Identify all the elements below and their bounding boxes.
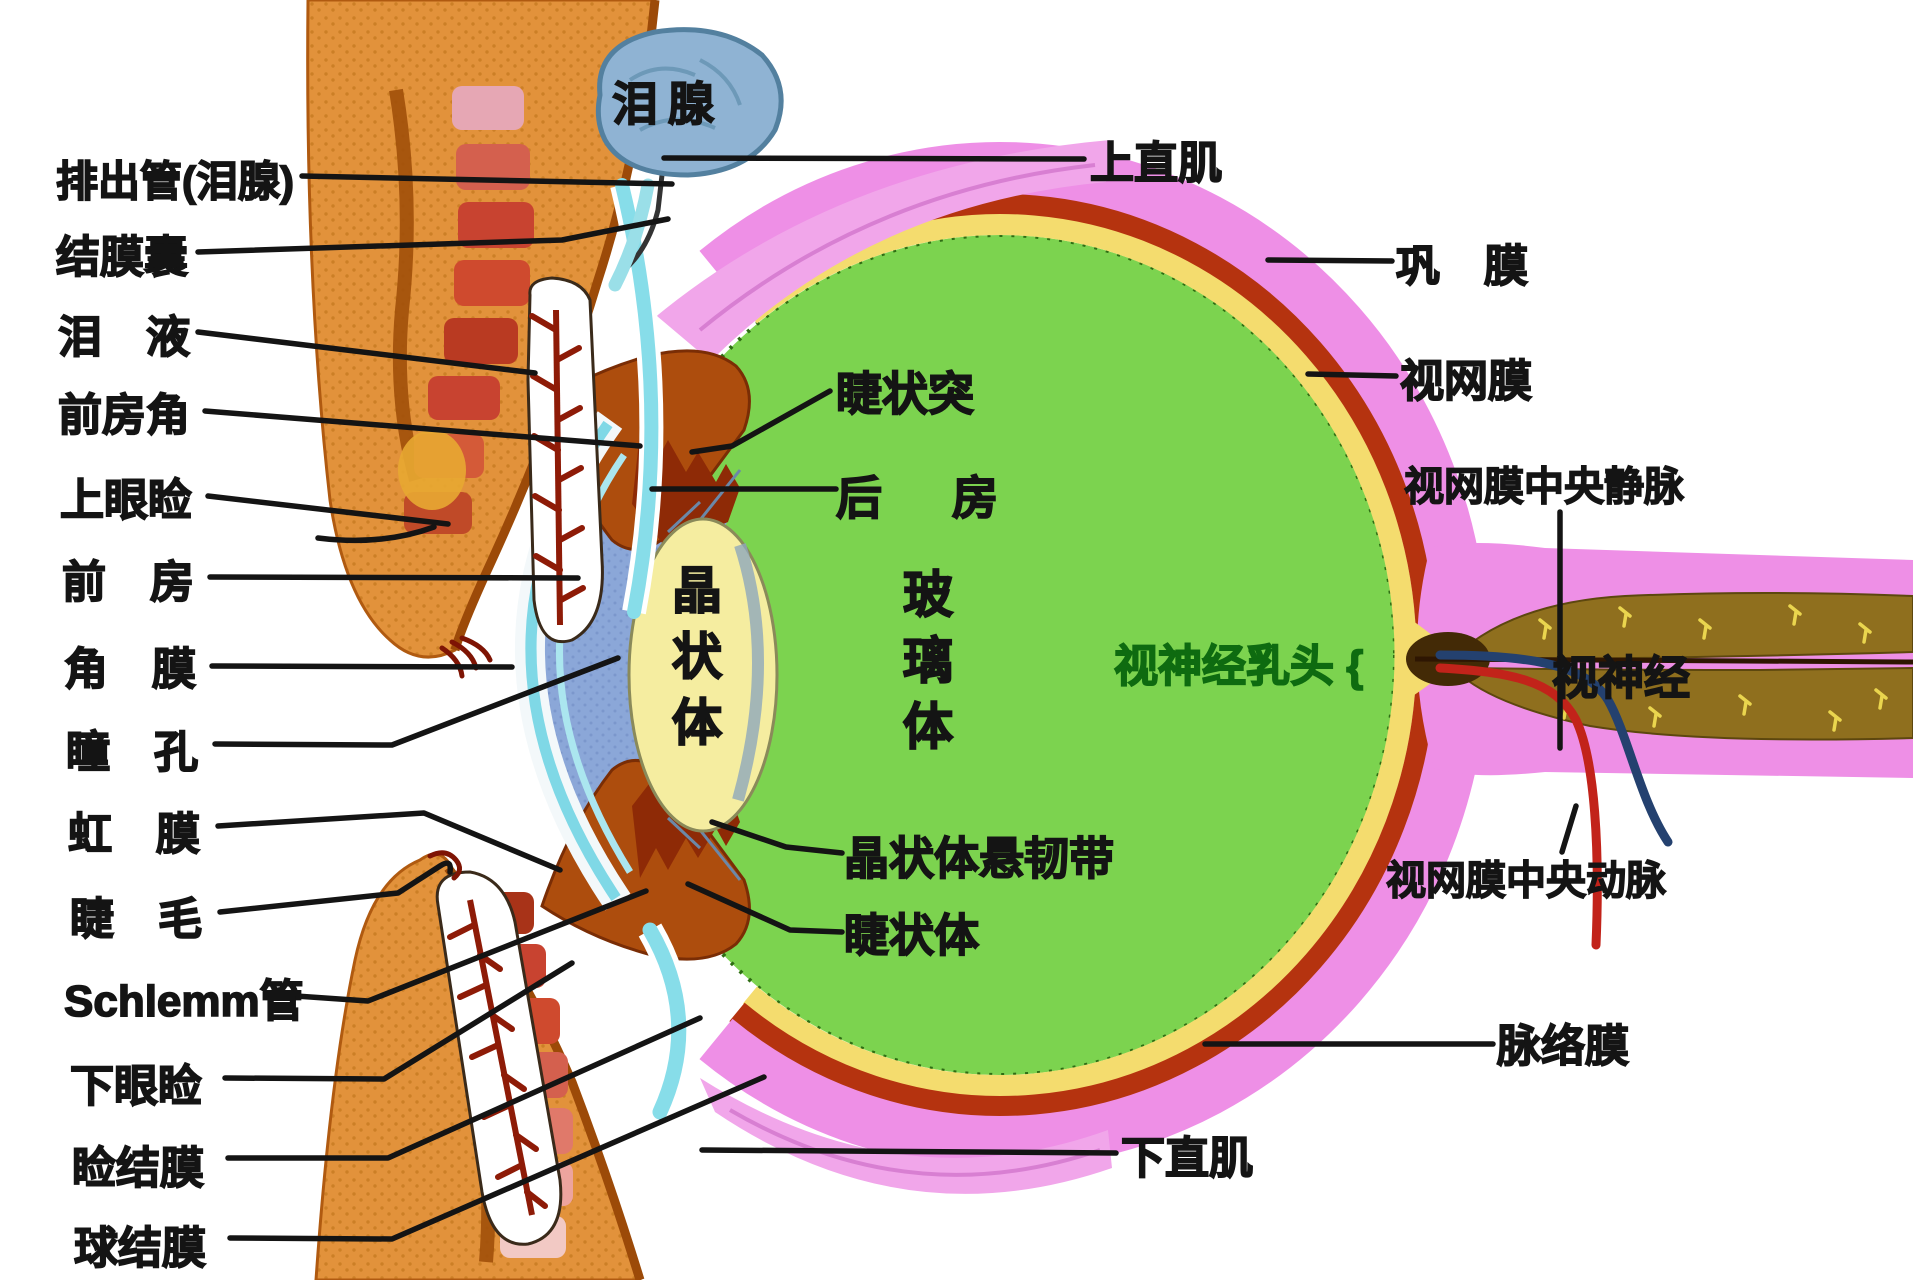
leader-lower-eyelid (222, 960, 575, 1082)
label-optic-papilla: 视神经乳头 { (1114, 642, 1363, 691)
muscle-block (428, 376, 500, 420)
leader-pupil (212, 655, 621, 748)
label-vitreous: 玻璃体 (903, 567, 953, 755)
label-sclera: 巩 膜 (1396, 242, 1528, 291)
label-palpebral-conjunctiva: 睑结膜 (72, 1144, 204, 1193)
inferior-rectus-streak (728, 1108, 1101, 1177)
label-eyelash: 睫 毛 (70, 895, 202, 944)
lens-shading (732, 543, 764, 802)
leader-conjunctival-sac (195, 216, 671, 255)
label-posterior-chamber: 后 房 (836, 472, 1010, 524)
leader-excretory-duct (299, 173, 675, 187)
leader-superior-rectus (661, 155, 1087, 162)
muscle-block (458, 202, 534, 248)
label-upper-eyelid: 上眼睑 (60, 476, 192, 525)
label-schlemm-canal: Schlemm管 (64, 977, 304, 1026)
leader-upper-eyelid (205, 493, 451, 527)
leader-anterior-chamber (207, 574, 581, 581)
central-retinal-artery-vessel (1435, 663, 1602, 950)
label-central-retinal-vein: 视网膜中央静脉 (1404, 465, 1685, 509)
superior-rectus-streak (698, 163, 1096, 332)
label-inferior-rectus: 下直肌 (1121, 1134, 1253, 1183)
leader-retina (1305, 371, 1399, 379)
label-cornea: 角 膜 (64, 645, 196, 694)
leader-eyelash (217, 860, 454, 915)
lower-eyelid (314, 850, 692, 1280)
label-pupil: 瞳 孔 (66, 728, 198, 777)
label-choroid: 脉络膜 (1497, 1021, 1629, 1071)
retina-ring (743, 213, 1417, 1097)
label-ciliary-body: 睫状体 (844, 910, 979, 961)
label-conjunctival-sac: 结膜囊 (56, 233, 188, 282)
label-retina: 视网膜 (1400, 357, 1532, 406)
muscle-block (454, 260, 530, 306)
label-anterior-chamber: 前 房 (62, 558, 194, 607)
label-anterior-chamber-angle: 前房角 (58, 391, 190, 440)
leader-palpebral-conjunctiva (225, 1015, 703, 1161)
nerve-fiber-flecks (1538, 604, 1888, 732)
leader-cornea (209, 663, 515, 670)
leader-sclera (1265, 257, 1395, 264)
leader-ciliary-process (689, 388, 833, 455)
upper-lid-gland-patch (398, 430, 466, 510)
label-suspensory-ligament: 晶状体悬韧带 (844, 833, 1114, 884)
label-bulbar-conjunctiva: 球结膜 (74, 1224, 206, 1273)
labels: 排出管(泪腺) 结膜囊 泪 液 前房角 上眼睑 前 房 角 膜 瞳 孔 虹 膜 … (55, 77, 1691, 1274)
leader-inferior-rectus (699, 1147, 1119, 1156)
leader-lines (195, 155, 1579, 1242)
leader-tear-fluid (195, 329, 538, 376)
zonule-fibers (666, 469, 742, 881)
optic-nerve (1398, 543, 1913, 950)
label-superior-rectus: 上直肌 (1090, 139, 1222, 188)
label-tear-fluid: 泪 液 (58, 313, 190, 362)
leader-iris (215, 810, 563, 873)
label-lower-eyelid: 下眼睑 (70, 1062, 202, 1111)
label-lens: 晶状体 (672, 563, 723, 751)
label-optic-nerve: 视神经 (1552, 652, 1690, 704)
leader-suspensory-ligament (709, 819, 845, 856)
tear-gland-body (595, 27, 784, 178)
tear-gland (595, 27, 784, 292)
leader-bulbar-conjunctiva (227, 1074, 767, 1242)
muscle-block (452, 86, 524, 130)
label-tear-gland: 泪腺 (612, 78, 724, 130)
label-iris: 虹 膜 (68, 810, 200, 859)
leader-upper-eyelid-curve (315, 524, 437, 544)
leader-ciliary-body (685, 881, 845, 935)
lens (627, 517, 779, 833)
lower-eyelashes (427, 850, 462, 881)
leader-schlemm-canal (293, 888, 649, 1004)
lower-conjunctiva (642, 922, 687, 1120)
label-ciliary-process: 睫状突 (836, 368, 974, 420)
label-central-retinal-artery: 视网膜中央动脉 (1386, 859, 1667, 903)
leader-central-retinal-artery (1559, 803, 1579, 855)
inferior-rectus-muscle (700, 1078, 1112, 1194)
upper-tarsal-gland-barbs (529, 313, 586, 603)
rectus-muscles (640, 140, 1112, 1194)
leader-anterior-chamber-angle (202, 408, 643, 449)
tear-gland-texture (628, 58, 742, 132)
central-retinal-vein-vessel (1435, 650, 1673, 847)
tear-duct-channel (608, 178, 655, 292)
upper-tarsal-plate (526, 276, 604, 643)
label-excretory-duct: 排出管(泪腺) (56, 158, 294, 205)
muscle-block (444, 318, 518, 364)
superior-rectus-muscle (640, 140, 1110, 372)
